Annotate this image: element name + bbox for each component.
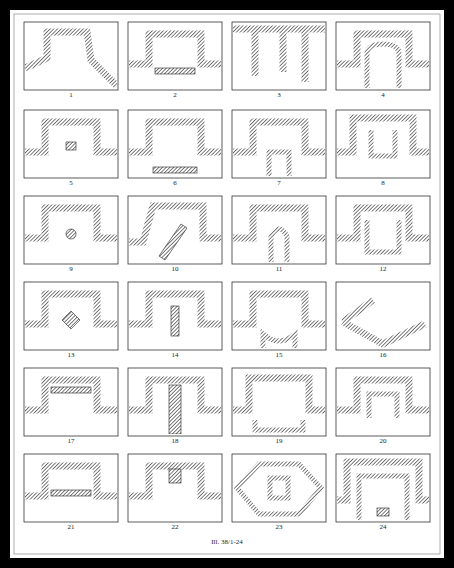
figure-number: 18 bbox=[128, 437, 222, 446]
figure-number: 14 bbox=[128, 351, 222, 360]
figure-number: 16 bbox=[336, 351, 430, 360]
figure-number: 3 bbox=[232, 91, 326, 100]
figure-number: 5 bbox=[24, 179, 118, 188]
figure-number: 6 bbox=[128, 179, 222, 188]
figure-number: 11 bbox=[232, 265, 326, 274]
figure-number: 21 bbox=[24, 523, 118, 532]
figure-caption: Ill. 38/1-24 bbox=[14, 538, 440, 547]
figure-number: 2 bbox=[128, 91, 222, 100]
figure-number: 1 bbox=[24, 91, 118, 100]
figure-number: 24 bbox=[336, 523, 430, 532]
figure-number: 10 bbox=[128, 265, 222, 274]
figure-number: 8 bbox=[336, 179, 430, 188]
figure-number: 19 bbox=[232, 437, 326, 446]
figure-number: 15 bbox=[232, 351, 326, 360]
figure-number: 23 bbox=[232, 523, 326, 532]
figure-number: 17 bbox=[24, 437, 118, 446]
figure-number: 13 bbox=[24, 351, 118, 360]
figure-number: 4 bbox=[336, 91, 430, 100]
figure-number: 20 bbox=[336, 437, 430, 446]
figure-number: 12 bbox=[336, 265, 430, 274]
figure-number: 7 bbox=[232, 179, 326, 188]
figure-number: 9 bbox=[24, 265, 118, 274]
figure-number: 22 bbox=[128, 523, 222, 532]
